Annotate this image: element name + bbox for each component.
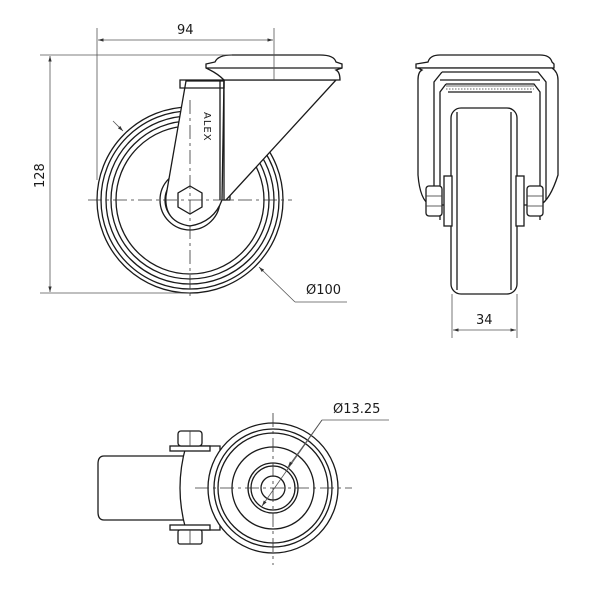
bottom-fork	[97, 455, 187, 521]
brand-mark: ALEX	[201, 112, 212, 142]
front-left-nut	[425, 185, 443, 217]
side-view: ALEX	[88, 54, 343, 300]
side-fork-brace	[223, 79, 338, 201]
side-dimensions: 94 128 Ø100	[33, 23, 347, 303]
dim-tread-width-34: 34	[476, 313, 493, 328]
front-right-nut	[526, 185, 544, 217]
front-ribs	[446, 85, 534, 90]
dim-height-128: 128	[33, 163, 48, 188]
front-dimensions: 34	[451, 294, 518, 338]
dim-width-94: 94	[177, 23, 194, 38]
dim-bore-diameter: Ø13.25	[333, 402, 380, 417]
bottom-view	[97, 413, 352, 565]
bottom-dimensions: Ø13.25	[261, 402, 389, 507]
front-wheel	[450, 107, 518, 295]
dim-wheel-diameter: Ø100	[306, 283, 341, 298]
front-view	[415, 54, 559, 295]
